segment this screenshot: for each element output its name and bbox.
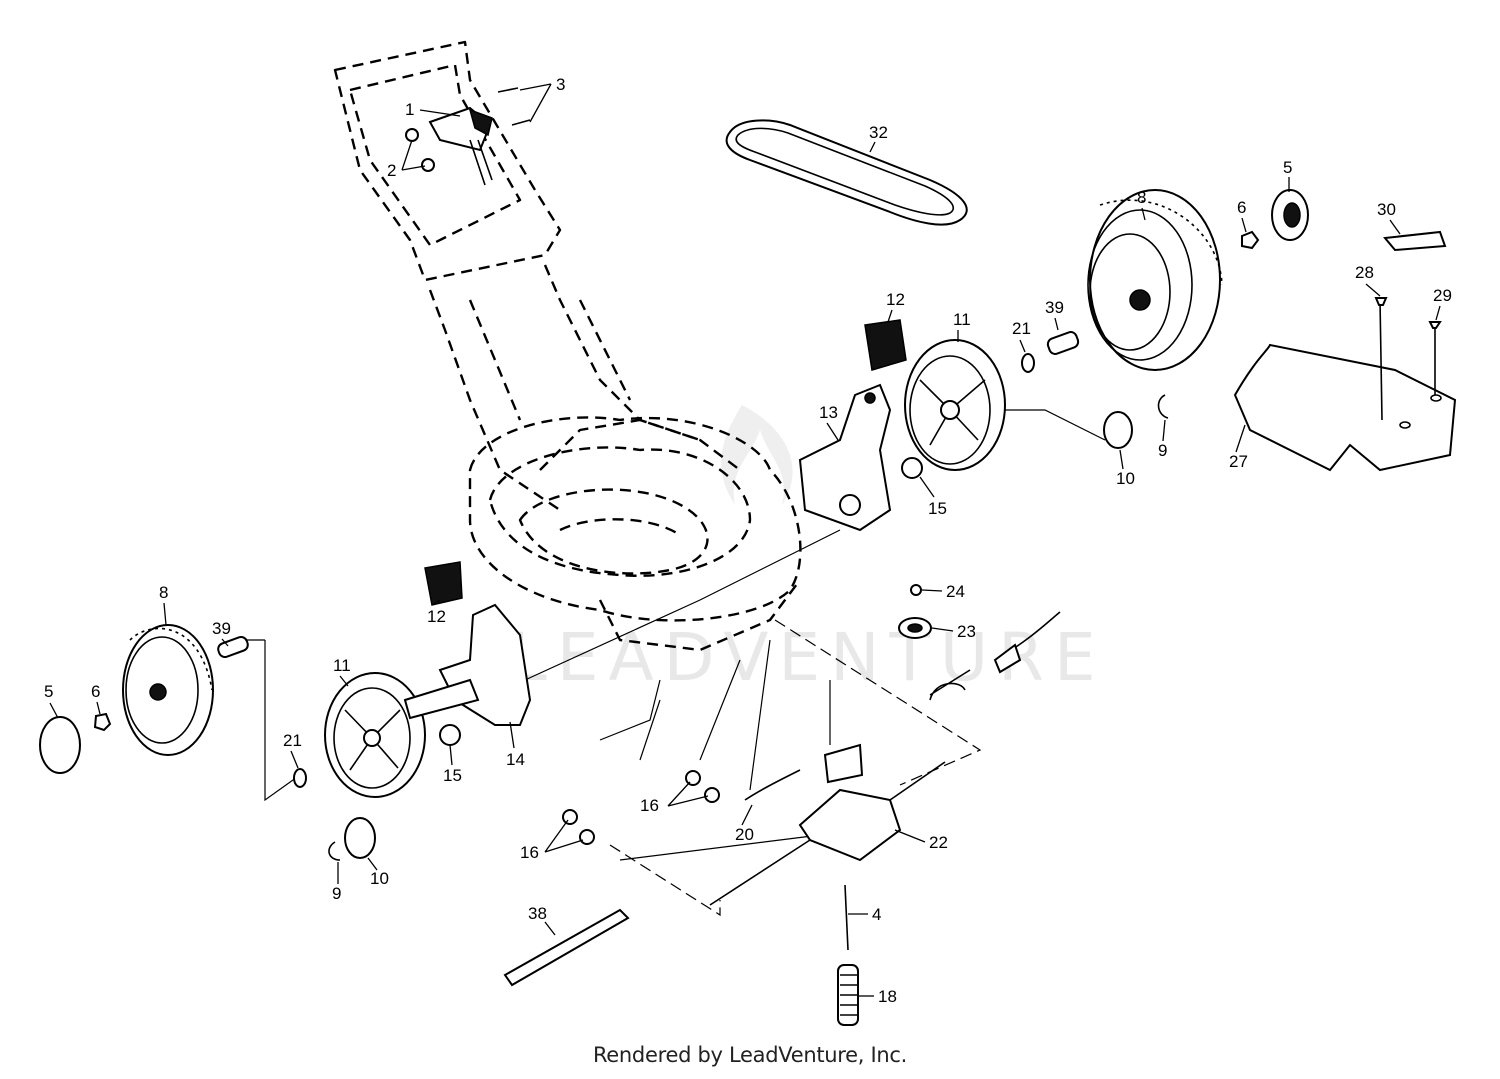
callout-9-left: 9 bbox=[332, 884, 341, 903]
callout-21-left: 21 bbox=[283, 731, 302, 750]
handle-ghost-outline bbox=[333, 40, 701, 511]
callout-16-left: 16 bbox=[520, 843, 539, 862]
callout-32: 32 bbox=[869, 123, 888, 142]
callout-14: 14 bbox=[506, 750, 525, 769]
callout-12-left: 12 bbox=[427, 607, 446, 626]
callout-11-left: 11 bbox=[333, 656, 351, 675]
callout-5-left: 5 bbox=[44, 682, 53, 701]
callout-leaders bbox=[49, 83, 1441, 997]
drive-belt bbox=[725, 119, 968, 226]
callout-10-left: 10 bbox=[370, 869, 389, 888]
callout-28: 28 bbox=[1355, 263, 1374, 282]
callout-16-right: 16 bbox=[640, 796, 659, 815]
transmission-assembly bbox=[503, 584, 1061, 1026]
callout-15-right: 15 bbox=[928, 499, 947, 518]
callout-18: 18 bbox=[878, 987, 897, 1006]
callout-30: 30 bbox=[1377, 200, 1396, 219]
callout-8-right: 8 bbox=[1137, 188, 1146, 207]
left-wheel-assembly bbox=[39, 561, 532, 861]
callout-6-right: 6 bbox=[1237, 198, 1246, 217]
callout-4: 4 bbox=[872, 905, 881, 924]
callout-3: 3 bbox=[556, 75, 565, 94]
callout-1: 1 bbox=[405, 100, 414, 119]
callout-9-right: 9 bbox=[1158, 441, 1167, 460]
callout-11-right: 11 bbox=[953, 310, 971, 329]
callout-22: 22 bbox=[929, 833, 948, 852]
callout-12-right: 12 bbox=[886, 290, 905, 309]
callout-24: 24 bbox=[946, 582, 965, 601]
callout-39-right: 39 bbox=[1045, 298, 1064, 317]
callout-13: 13 bbox=[819, 403, 838, 422]
footer-credit: Rendered by LeadVenture, Inc. bbox=[592, 1043, 908, 1067]
callout-20: 20 bbox=[735, 825, 754, 844]
callout-39-left: 39 bbox=[212, 619, 231, 638]
part-callouts: 1 2 3 4 5 5 6 6 8 8 9 9 10 10 11 11 12 1… bbox=[44, 75, 1452, 1006]
control-bracket-assembly bbox=[405, 87, 531, 186]
callout-6-left: 6 bbox=[91, 682, 100, 701]
rear-deflector-parts bbox=[1233, 230, 1457, 472]
right-wheel-assembly bbox=[798, 189, 1309, 532]
callout-5-right: 5 bbox=[1283, 158, 1292, 177]
callout-38: 38 bbox=[528, 904, 547, 923]
callout-29: 29 bbox=[1433, 286, 1452, 305]
callout-10-right: 10 bbox=[1116, 469, 1135, 488]
callout-23: 23 bbox=[957, 622, 976, 641]
callout-2: 2 bbox=[387, 161, 396, 180]
callout-8-left: 8 bbox=[159, 583, 168, 602]
callout-15-left: 15 bbox=[443, 766, 462, 785]
callout-21-right: 21 bbox=[1012, 319, 1031, 338]
callout-27: 27 bbox=[1229, 452, 1248, 471]
engine-deck-ghost bbox=[468, 416, 802, 652]
